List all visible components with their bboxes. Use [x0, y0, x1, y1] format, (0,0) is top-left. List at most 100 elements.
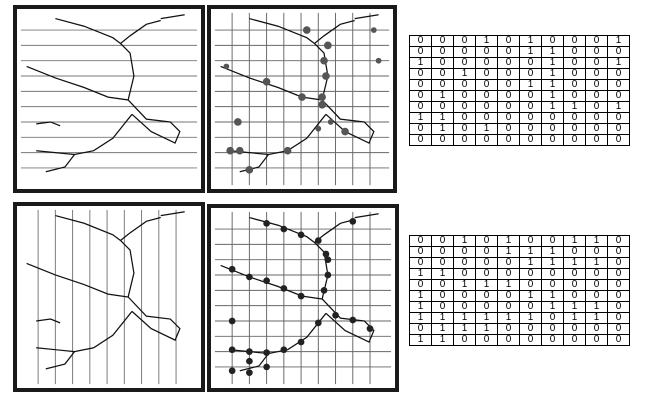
matrix-cell: 0	[410, 258, 432, 269]
matrix-cell: 0	[608, 313, 630, 324]
matrix-cell: 0	[498, 335, 520, 346]
matrix-cell: 1	[410, 302, 432, 313]
sketch-horizontal-lines	[17, 9, 201, 189]
matrix-cell: 0	[476, 135, 498, 146]
matrix-cell: 0	[476, 269, 498, 280]
matrix-cell: 0	[608, 302, 630, 313]
matrix-cell: 0	[586, 113, 608, 124]
matrix-cell: 0	[432, 247, 454, 258]
matrix-cell: 0	[498, 58, 520, 69]
matrix-cell: 1	[498, 280, 520, 291]
matrix-cell: 1	[542, 302, 564, 313]
matrix-cell: 0	[608, 324, 630, 335]
matrix-cell: 0	[498, 80, 520, 91]
matrix-cell: 0	[410, 247, 432, 258]
matrix-cell: 1	[498, 313, 520, 324]
matrix-cell: 0	[542, 313, 564, 324]
matrix-cell: 0	[476, 291, 498, 302]
matrix-cell: 1	[564, 236, 586, 247]
matrix-cell: 1	[542, 47, 564, 58]
matrix-cell: 0	[542, 280, 564, 291]
matrix-cell: 0	[608, 335, 630, 346]
matrix-cell: 0	[410, 69, 432, 80]
matrix-cell: 0	[608, 91, 630, 102]
matrix-cell: 0	[454, 335, 476, 346]
matrix-cell: 1	[454, 236, 476, 247]
matrix-cell: 1	[564, 302, 586, 313]
sketch-grid-with-intersections	[211, 9, 393, 189]
matrix-cell: 0	[520, 102, 542, 113]
matrix-cell: 0	[520, 324, 542, 335]
matrix-cell: 0	[410, 280, 432, 291]
matrix-cell: 1	[564, 102, 586, 113]
matrix-cell: 1	[564, 258, 586, 269]
matrix-cell: 1	[432, 313, 454, 324]
matrix-cell: 0	[432, 236, 454, 247]
matrix-cell: 0	[586, 135, 608, 146]
matrix-cell: 0	[564, 291, 586, 302]
matrix-cell: 0	[454, 58, 476, 69]
matrix-cell: 0	[498, 269, 520, 280]
matrix-cell: 1	[520, 80, 542, 91]
matrix-cell: 0	[608, 258, 630, 269]
matrix-cell: 0	[498, 302, 520, 313]
matrix-cell: 0	[564, 124, 586, 135]
matrix-cell: 1	[410, 113, 432, 124]
matrix-cell: 1	[608, 102, 630, 113]
matrix-cell: 0	[410, 135, 432, 146]
matrix-cell: 1	[586, 313, 608, 324]
matrix-cell: 0	[498, 102, 520, 113]
matrix-cell: 0	[476, 302, 498, 313]
matrix-cell: 0	[564, 269, 586, 280]
matrix-cell: 1	[520, 247, 542, 258]
matrix-cell: 0	[476, 47, 498, 58]
matrix-cell: 1	[608, 36, 630, 47]
matrix-cell: 1	[586, 258, 608, 269]
matrix-cell: 1	[454, 69, 476, 80]
matrix-cell: 0	[454, 91, 476, 102]
matrix-cell: 1	[476, 124, 498, 135]
matrix-cell: 0	[542, 324, 564, 335]
matrix-cell: 0	[520, 113, 542, 124]
matrix-cell: 0	[454, 258, 476, 269]
matrix-cell: 0	[432, 80, 454, 91]
matrix-cell: 0	[432, 291, 454, 302]
matrix-cell: 0	[476, 236, 498, 247]
matrix-cell: 0	[542, 269, 564, 280]
matrix-cell: 0	[542, 236, 564, 247]
matrix-cell: 0	[498, 124, 520, 135]
matrix-cell: 0	[432, 135, 454, 146]
matrix-cell: 0	[608, 135, 630, 146]
matrix-cell: 1	[586, 302, 608, 313]
matrix-cell: 0	[586, 102, 608, 113]
matrix-cell: 0	[498, 291, 520, 302]
matrix-cell: 0	[542, 36, 564, 47]
matrix-cell: 1	[410, 269, 432, 280]
matrix-cell: 0	[454, 291, 476, 302]
matrix-cell: 0	[454, 113, 476, 124]
matrix-cell: 0	[432, 302, 454, 313]
matrix-cell: 0	[564, 113, 586, 124]
matrix-cell: 0	[608, 113, 630, 124]
matrix-cell: 0	[564, 69, 586, 80]
matrix-cell: 0	[608, 47, 630, 58]
matrix-cell: 0	[520, 91, 542, 102]
matrix-cell: 0	[498, 91, 520, 102]
matrix-cell: 0	[410, 36, 432, 47]
matrix-cell: 0	[608, 247, 630, 258]
matrix-cell: 1	[454, 313, 476, 324]
matrix-cell: 1	[432, 324, 454, 335]
matrix-cell: 1	[498, 236, 520, 247]
matrix-cell: 0	[520, 269, 542, 280]
